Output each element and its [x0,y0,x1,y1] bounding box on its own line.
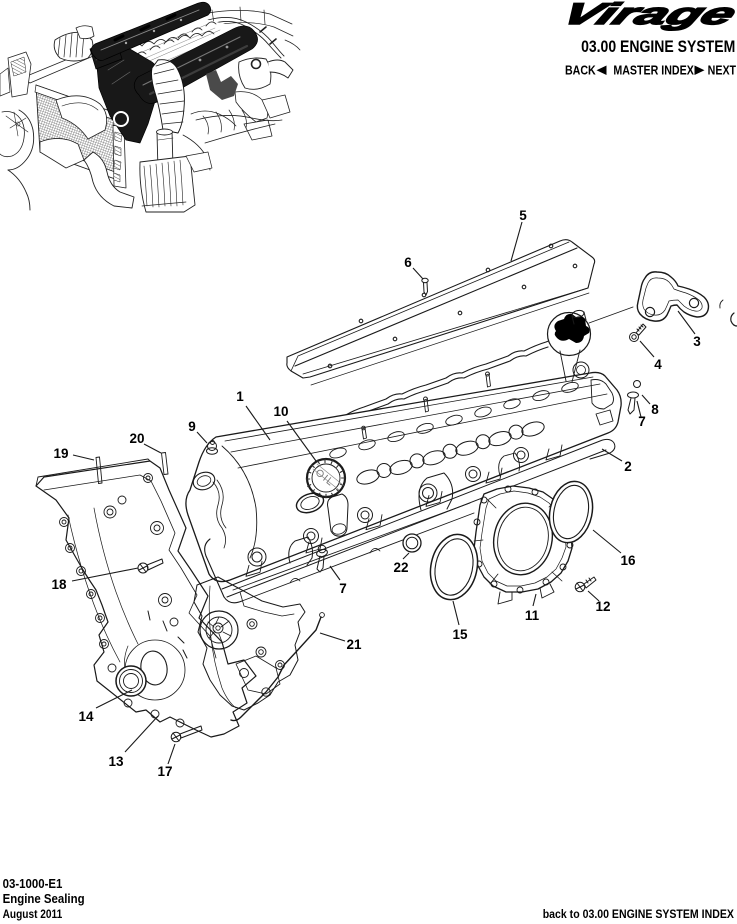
svg-text:10: 10 [273,404,288,419]
svg-text:1: 1 [236,389,244,404]
svg-text:Virage: Virage [556,0,737,31]
svg-text:August 2011: August 2011 [3,908,63,921]
svg-text:21: 21 [346,637,362,652]
svg-text:14: 14 [78,709,94,724]
svg-text:13: 13 [108,754,124,769]
svg-text:12: 12 [595,599,610,614]
svg-text:17: 17 [157,764,172,779]
svg-text:7: 7 [638,414,646,429]
svg-text:9: 9 [188,419,196,434]
svg-text:MASTER INDEX: MASTER INDEX [613,62,694,77]
svg-text:7: 7 [339,581,347,596]
svg-text:11: 11 [525,608,540,623]
svg-text:18: 18 [51,577,67,592]
svg-text:back to 03.00 ENGINE SYSTEM IN: back to 03.00 ENGINE SYSTEM INDEX [543,908,735,921]
svg-text:5: 5 [519,208,527,223]
svg-text:22: 22 [393,560,408,575]
svg-text:4: 4 [654,357,662,372]
svg-text:19: 19 [53,446,68,461]
svg-text:20: 20 [129,431,144,446]
svg-text:8: 8 [651,402,659,417]
svg-text:3: 3 [693,334,701,349]
svg-text:NEXT: NEXT [708,62,737,77]
svg-text:03-1000-E1: 03-1000-E1 [3,876,63,891]
svg-text:6: 6 [404,255,412,270]
svg-text:Engine Sealing: Engine Sealing [3,891,85,906]
svg-text:BACK: BACK [565,62,596,77]
svg-text:16: 16 [620,553,636,568]
svg-text:03.00 ENGINE SYSTEM: 03.00 ENGINE SYSTEM [581,38,735,56]
svg-text:2: 2 [624,459,632,474]
svg-text:15: 15 [452,627,468,642]
